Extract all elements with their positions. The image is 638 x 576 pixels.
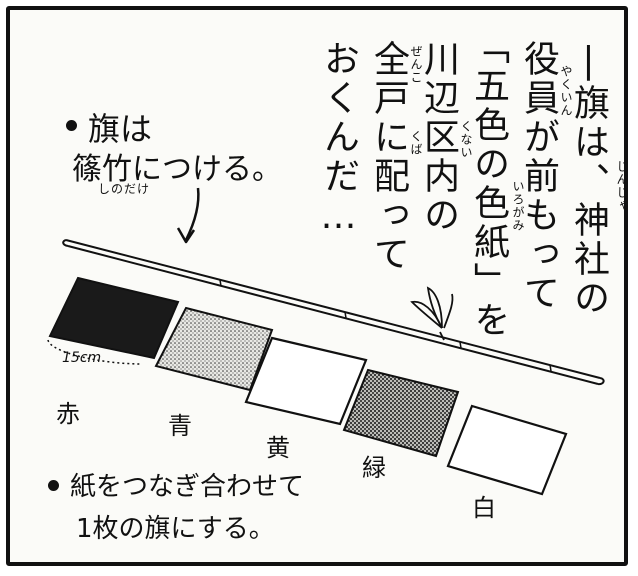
arrow-pointer (184, 187, 200, 241)
furigana-kuba: くば (409, 130, 423, 156)
bullet-2 (48, 480, 59, 491)
note1-furigana: しのだけ (98, 182, 151, 196)
bullet-1 (66, 120, 77, 131)
narration-col-4: 川辺区内の (418, 40, 459, 235)
narration-col-1: |旗は、神社の (568, 40, 609, 318)
measure-line (47, 339, 143, 365)
color-label-red: 赤 (56, 400, 80, 428)
furigana-irogami: いろがみ (511, 180, 525, 232)
bamboo-leaves (410, 286, 454, 341)
note2-line1: 紙をつなぎ合わせて (70, 472, 305, 502)
color-label-white: 白 (472, 494, 496, 522)
paper-red (48, 276, 180, 360)
flag-illustration (47, 187, 605, 496)
paper-white (446, 404, 568, 496)
note1-line1: 旗は (88, 110, 153, 148)
color-label-green: 緑 (362, 454, 386, 482)
furigana-kunai: くない (459, 120, 473, 159)
size-label: 15cm (62, 350, 102, 366)
furigana-jinja: じんじゃ (615, 160, 628, 212)
paper-green (342, 368, 460, 458)
note2-line2: 1枚の旗にする。 (76, 514, 275, 544)
arrow-head (176, 227, 196, 244)
note1-line2: 篠竹につける。 (72, 152, 282, 187)
comic-panel: |旗は、神社の 役員が前もって 「五色の色紙」を 川辺区内の 全戸に配って おく… (6, 6, 628, 566)
narration-col-5: 全戸に配って (368, 40, 409, 274)
bamboo-pole (62, 239, 605, 386)
narration-col-3: 「五色の色紙」を (468, 28, 509, 340)
narration-col-6: おくんだ… (318, 40, 359, 240)
paper-yellow (244, 336, 368, 426)
narration-col-2: 役員が前もって (518, 40, 559, 313)
paper-blue (154, 306, 274, 392)
color-label-yellow: 黄 (266, 434, 290, 462)
furigana-zenko: ぜんこ (409, 45, 423, 84)
color-label-blue: 青 (168, 412, 192, 440)
furigana-yakuin: やくいん (559, 65, 573, 117)
